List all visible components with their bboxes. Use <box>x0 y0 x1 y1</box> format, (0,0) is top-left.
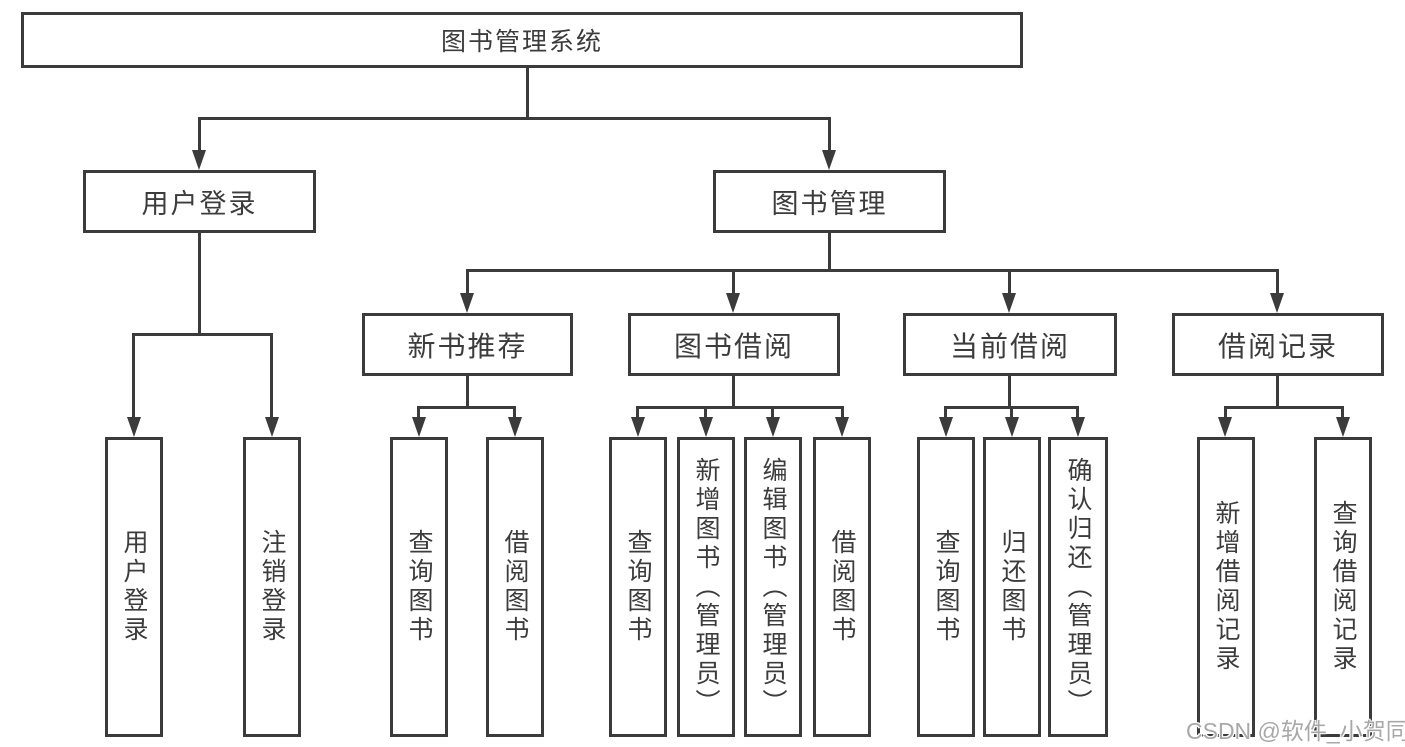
node-add-borrow-record: 新增借阅记录 <box>1197 437 1255 737</box>
node-root-system: 图书管理系统 <box>21 12 1023 68</box>
node-label: 借阅图书 <box>501 529 529 645</box>
connector-level1-rail <box>198 117 831 120</box>
node-query-book-current: 查询图书 <box>917 437 975 737</box>
arrowhead-down-icon <box>1270 293 1284 313</box>
arrowhead-down-icon <box>127 417 141 437</box>
connector-drop <box>1010 406 1013 419</box>
node-label: 查询借阅记录 <box>1329 500 1357 674</box>
node-label: 图书借阅 <box>673 330 794 362</box>
arrowhead-down-icon <box>1336 417 1350 437</box>
node-label: 借阅记录 <box>1217 330 1338 362</box>
connector-book-borrow-stem <box>732 376 735 408</box>
node-borrow-book-recommend: 借阅图书 <box>486 437 544 737</box>
arrowhead-down-icon <box>822 150 836 170</box>
arrowhead-down-icon <box>265 417 279 437</box>
connector-drop <box>1341 406 1344 419</box>
arrowhead-down-icon <box>192 150 206 170</box>
connector-drop-logout-leaf <box>270 333 273 419</box>
node-logout-action: 注销登录 <box>243 437 301 737</box>
csdn-watermark: CSDN @软件_小贺同学 <box>1186 718 1405 744</box>
connector-drop <box>771 406 774 419</box>
connector-borrow-records-stem <box>1276 376 1279 408</box>
connector-drop <box>417 406 420 419</box>
node-label: 用户登录 <box>120 529 148 645</box>
connector-drop <box>841 406 844 419</box>
node-label: 图书管理系统 <box>440 28 603 56</box>
node-book-management: 图书管理 <box>713 170 946 233</box>
node-label: 查询图书 <box>624 529 652 645</box>
connector-current-borrow-stem <box>1008 376 1011 408</box>
arrowhead-down-icon <box>631 417 645 437</box>
node-label: 注销登录 <box>258 529 286 645</box>
connector-drop <box>944 406 947 419</box>
connector-drop-new-books <box>466 269 469 295</box>
node-query-book-borrow: 查询图书 <box>609 437 667 737</box>
connector-drop <box>513 406 516 419</box>
connector-drop-login-leaf <box>132 333 135 419</box>
node-confirm-return-admin: 确认归还（管理员） <box>1048 437 1108 737</box>
node-user-login-action: 用户登录 <box>105 437 163 737</box>
arrowhead-down-icon <box>1071 417 1085 437</box>
node-new-book-recommend: 新书推荐 <box>362 313 573 376</box>
arrowhead-down-icon <box>699 417 713 437</box>
node-user-login: 用户登录 <box>83 170 316 233</box>
node-label: 新书推荐 <box>407 330 528 362</box>
connector-book-mgmt-stem <box>828 233 831 271</box>
connector-root-stem <box>526 67 529 119</box>
arrowhead-down-icon <box>766 417 780 437</box>
node-add-book-admin: 新增图书（管理员） <box>677 437 735 737</box>
connector-drop <box>1076 406 1079 419</box>
node-label: 确认归还（管理员） <box>1064 456 1092 718</box>
node-label: 归还图书 <box>998 529 1026 645</box>
node-query-book-recommend: 查询图书 <box>390 437 448 737</box>
connector-book-borrow-rail <box>636 406 844 409</box>
connector-level3-rail <box>466 269 1279 272</box>
connector-borrow-records-rail <box>1224 406 1344 409</box>
arrowhead-down-icon <box>835 417 849 437</box>
connector-drop <box>636 406 639 419</box>
connector-drop-borrow-records <box>1276 269 1279 295</box>
node-label: 新增借阅记录 <box>1212 500 1240 674</box>
connector-drop-user-login <box>198 117 201 153</box>
connector-user-login-stem <box>198 233 201 336</box>
arrowhead-down-icon <box>726 293 740 313</box>
node-label: 当前借阅 <box>949 330 1070 362</box>
connector-drop <box>1224 406 1227 419</box>
arrowhead-down-icon <box>939 417 953 437</box>
connector-new-books-rail <box>417 406 515 409</box>
node-borrowing-records: 借阅记录 <box>1172 313 1384 376</box>
node-current-borrowing: 当前借阅 <box>903 313 1117 376</box>
connector-user-login-rail <box>132 333 273 336</box>
node-label: 查询图书 <box>405 529 433 645</box>
connector-drop-book-mgmt <box>828 117 831 153</box>
node-return-book: 归还图书 <box>983 437 1041 737</box>
node-label: 借阅图书 <box>828 529 856 645</box>
arrowhead-down-icon <box>1218 417 1232 437</box>
arrowhead-down-icon <box>1002 293 1016 313</box>
node-label: 图书管理 <box>771 189 888 219</box>
node-query-borrow-record: 查询借阅记录 <box>1314 437 1372 737</box>
node-label: 查询图书 <box>932 529 960 645</box>
node-edit-book-admin: 编辑图书（管理员） <box>744 437 802 737</box>
node-book-borrowing: 图书借阅 <box>628 313 840 376</box>
node-label: 新增图书（管理员） <box>692 456 720 718</box>
arrowhead-down-icon <box>508 417 522 437</box>
arrowhead-down-icon <box>460 293 474 313</box>
node-label: 编辑图书（管理员） <box>759 456 787 718</box>
node-label: 用户登录 <box>141 189 258 219</box>
node-borrow-book-action: 借阅图书 <box>813 437 871 737</box>
arrowhead-down-icon <box>412 417 426 437</box>
connector-new-books-stem <box>466 376 469 408</box>
arrowhead-down-icon <box>1005 417 1019 437</box>
connector-drop-current-borrow <box>1008 269 1011 295</box>
connector-drop-book-borrow <box>732 269 735 295</box>
connector-drop <box>704 406 707 419</box>
